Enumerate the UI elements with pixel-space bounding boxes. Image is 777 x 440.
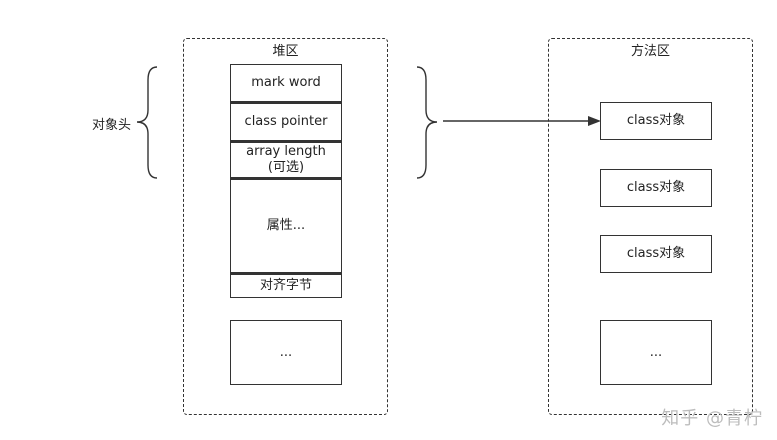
heap-title: 堆区	[272, 44, 299, 59]
object-header-left-brace	[136, 66, 158, 179]
method-area-region: 方法区	[548, 38, 753, 415]
field-separator	[230, 177, 342, 180]
array-length-field: array length (可选)	[230, 142, 342, 178]
class-object-box: class对象	[600, 169, 712, 207]
field-separator	[230, 101, 342, 104]
object-header-label: 对象头	[92, 118, 132, 133]
class-object-box: class对象	[600, 235, 712, 273]
padding-field: 对齐字节	[230, 274, 342, 298]
field-separator	[230, 272, 342, 275]
method-area-more-objects: ...	[600, 320, 712, 385]
class-object-box: class对象	[600, 102, 712, 140]
watermark-text: 知乎 @青柠	[661, 408, 763, 429]
field-separator	[230, 140, 342, 143]
attributes-field: 属性...	[230, 179, 342, 273]
object-header-right-brace	[416, 66, 438, 179]
mark-word-field: mark word	[230, 64, 342, 102]
heap-region: 堆区	[183, 38, 388, 415]
heap-more-objects: ...	[230, 320, 342, 385]
class-pointer-field: class pointer	[230, 103, 342, 141]
method-area-title: 方法区	[630, 44, 670, 59]
class-pointer-arrow-head	[588, 116, 601, 126]
